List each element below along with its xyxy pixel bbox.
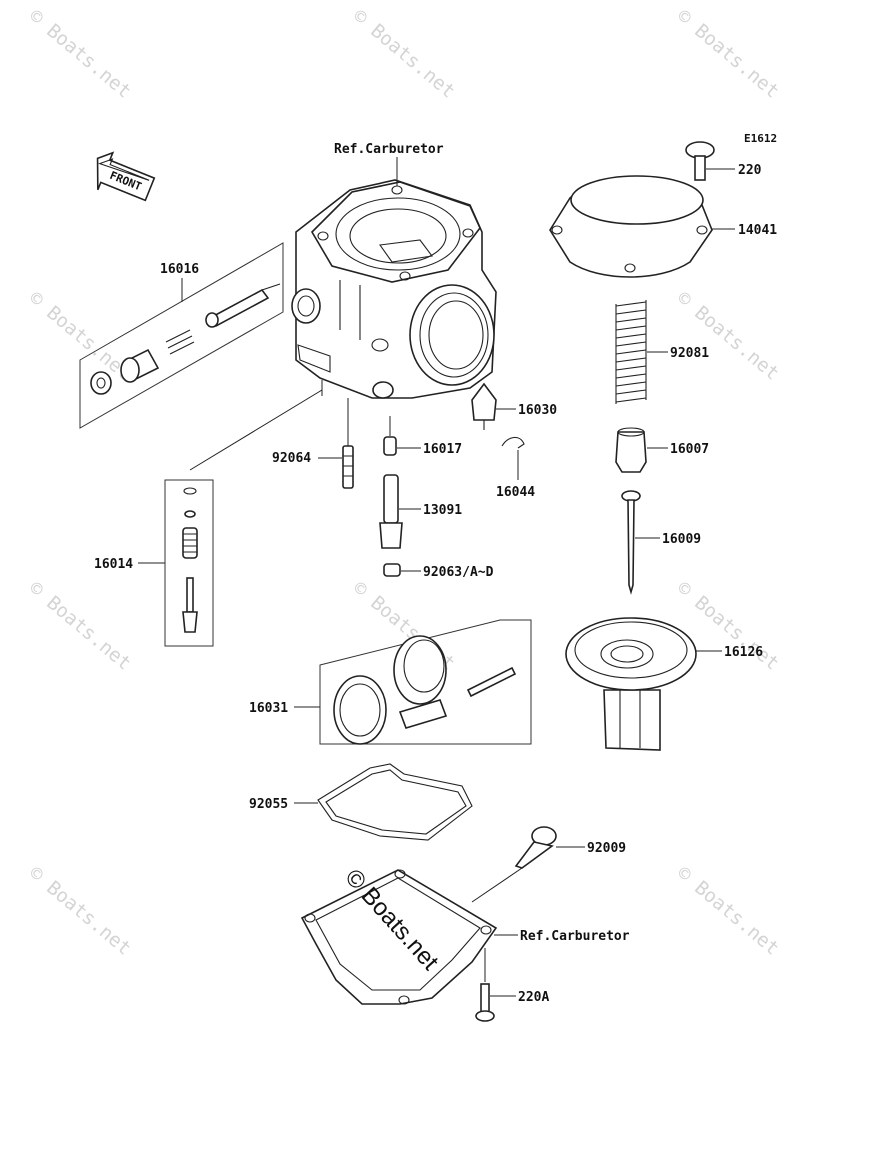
- part-220A: [475, 983, 495, 1022]
- part-16126: [565, 617, 697, 751]
- label-16044: 16044: [496, 485, 535, 500]
- leader-line: [471, 867, 523, 903]
- group-box: [79, 242, 284, 429]
- label-16007: 16007: [670, 442, 709, 457]
- part-16030: [471, 382, 497, 430]
- label-ref-carburetor-top: Ref.Carburetor: [334, 142, 444, 157]
- label-92055: 92055: [249, 797, 288, 812]
- part-92063: [383, 563, 401, 577]
- label-16016: 16016: [160, 262, 199, 277]
- part-14041: [549, 175, 713, 278]
- label-16030: 16030: [518, 403, 557, 418]
- watermark: © Boats.net: [25, 862, 136, 960]
- label-ref-carburetor-bottom: Ref.Carburetor: [520, 929, 630, 944]
- label-13091: 13091: [423, 503, 462, 518]
- label-14041: 14041: [738, 223, 777, 238]
- float-bowl: [300, 869, 498, 1005]
- part-92081: [615, 300, 647, 404]
- part-220: [685, 141, 715, 181]
- label-16126: 16126: [724, 645, 763, 660]
- part-16031-group: [319, 619, 532, 745]
- carburetor-body: [291, 179, 497, 399]
- label-16017: 16017: [423, 442, 462, 457]
- watermark: © Boats.net: [673, 862, 784, 960]
- part-92009: [514, 826, 557, 869]
- part-92055: [317, 763, 473, 841]
- part-16009: [621, 490, 641, 595]
- watermark: © Boats.net: [25, 577, 136, 675]
- label-92064: 92064: [272, 451, 311, 466]
- part-16007: [615, 427, 647, 473]
- part-16014-group: [164, 479, 214, 647]
- label-16009: 16009: [662, 532, 701, 547]
- group-box: [319, 619, 532, 745]
- part-13091: [379, 474, 403, 549]
- part-16017: [383, 436, 397, 456]
- label-220: 220: [738, 163, 762, 178]
- label-92063: 92063/A~D: [423, 565, 494, 580]
- part-92064: [342, 445, 354, 489]
- label-16014: 16014: [94, 557, 133, 572]
- label-16031: 16031: [249, 701, 288, 716]
- watermark: © Boats.net: [673, 287, 784, 385]
- label-92081: 92081: [670, 346, 709, 361]
- leader-line: [189, 389, 323, 471]
- part-16016-group: [79, 242, 284, 429]
- watermark: © Boats.net: [349, 5, 460, 103]
- watermark: © Boats.net: [673, 5, 784, 103]
- watermark: © Boats.net: [25, 5, 136, 103]
- label-220A: 220A: [518, 990, 549, 1005]
- diagram-code: E1612: [744, 132, 777, 145]
- front-arrow: FRONT: [96, 151, 156, 202]
- label-92009: 92009: [587, 841, 626, 856]
- part-16044: [501, 436, 525, 449]
